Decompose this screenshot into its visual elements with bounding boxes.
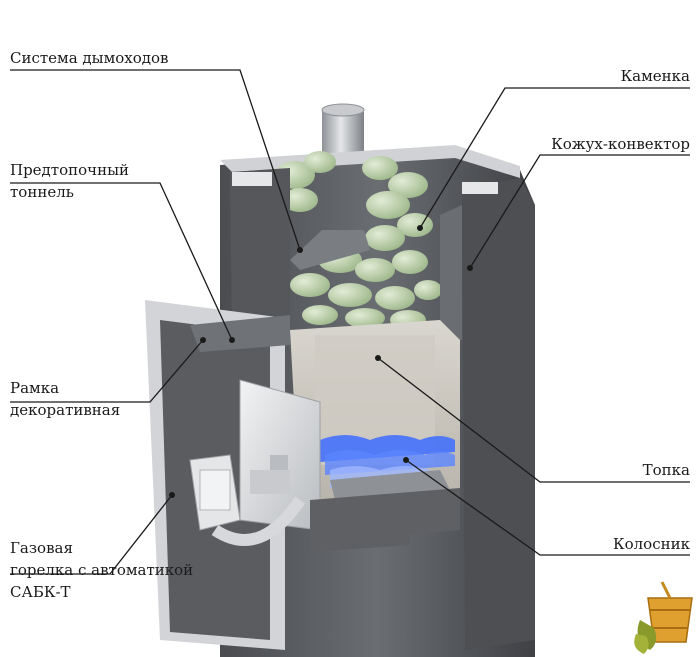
label-firebox: Топка [642, 461, 690, 479]
label-chimney-system: Система дымоходов [10, 49, 169, 67]
label-tunnel-line1: Предтопочный [10, 161, 130, 179]
leader-frame [10, 339, 204, 403]
leader-convector [469, 154, 690, 269]
label-grate: Колосник [613, 535, 690, 553]
leader-stones [419, 87, 690, 229]
leader-grate [405, 459, 690, 556]
label-frame-line2: декоративная [10, 401, 121, 419]
label-stones: Каменка [620, 67, 690, 85]
label-burner-line3: САБК-Т [10, 583, 71, 601]
gas-burner [189, 454, 305, 546]
leader-tunnel [10, 182, 233, 341]
label-convector-casing: Кожух-конвектор [551, 135, 690, 153]
chimney-funnel [290, 230, 370, 270]
label-tunnel-line2: тоннель [10, 183, 74, 201]
leader-chimney [10, 69, 301, 251]
label-burner-line1: Газовая [10, 539, 73, 557]
label-burner-line2: горелка с автоматикой [10, 561, 194, 579]
convector-panel [462, 178, 535, 650]
leader-burner [10, 494, 173, 575]
leader-firebox [377, 357, 690, 483]
label-frame-line1: Рамка [10, 379, 60, 397]
